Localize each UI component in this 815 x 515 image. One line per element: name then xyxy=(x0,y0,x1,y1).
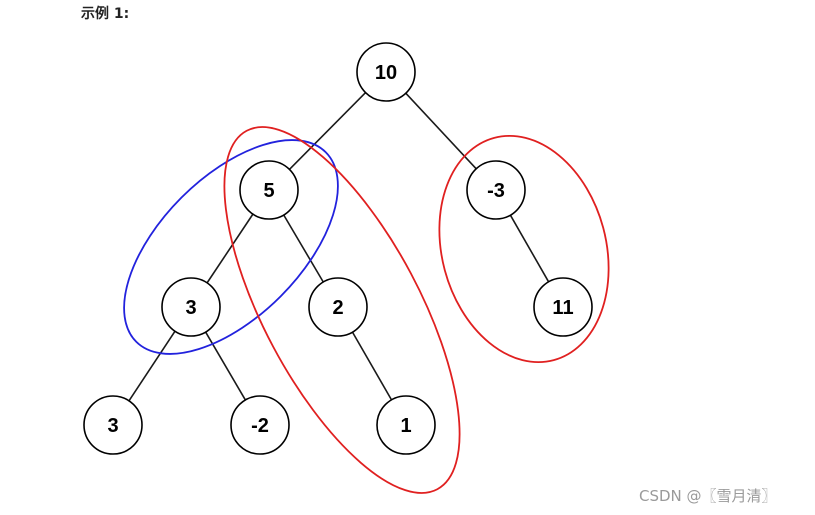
tree-node-n10: 10 xyxy=(356,42,416,102)
tree-edge-n10-nm3 xyxy=(405,92,477,170)
tree-node-circle xyxy=(376,395,436,455)
tree-node-label: 5 xyxy=(263,180,274,202)
blue-path-ellipse xyxy=(123,139,339,355)
tree-node-n3a: 3 xyxy=(161,277,221,337)
tree-node-label: 10 xyxy=(375,62,397,84)
tree-edge-n3a-n3b xyxy=(128,330,176,402)
tree-node-circle xyxy=(161,277,221,337)
tree-node-label: -2 xyxy=(251,415,269,437)
tree-node-label: -3 xyxy=(487,180,505,202)
tree-node-circle xyxy=(230,395,290,455)
tree-node-nm3: -3 xyxy=(466,160,526,220)
tree-node-n2: 2 xyxy=(308,277,368,337)
tree-node-label: 3 xyxy=(185,297,196,319)
tree-node-circle xyxy=(466,160,526,220)
tree-edge-n5-n3a xyxy=(206,213,254,284)
tree-node-label: 11 xyxy=(552,297,573,319)
tree-node-label: 2 xyxy=(332,297,343,319)
tree-node-circle xyxy=(533,277,593,337)
red-path-ellipse-right xyxy=(438,135,610,363)
red-path-ellipse-left xyxy=(223,126,461,494)
tree-node-n5: 5 xyxy=(239,160,299,220)
tree-node-n3b: 3 xyxy=(83,395,143,455)
tree-node-nm2: -2 xyxy=(230,395,290,455)
tree-node-circle xyxy=(308,277,368,337)
tree-edges xyxy=(128,92,550,402)
example-heading: 示例 1: xyxy=(81,6,130,22)
tree-nodes: 10 5 -3 3 2 11 3 -2 1 xyxy=(83,42,593,455)
tree-edge-n10-n5 xyxy=(288,92,367,170)
tree-edge-n2-n1 xyxy=(351,331,393,401)
tree-node-circle xyxy=(83,395,143,455)
tree-edge-n3a-nm2 xyxy=(204,331,247,401)
tree-edge-n5-n2 xyxy=(283,214,324,283)
tree-node-circle xyxy=(239,160,299,220)
tree-node-n11: 11 xyxy=(533,277,593,337)
tree-node-label: 1 xyxy=(400,415,411,437)
tree-node-circle xyxy=(356,42,416,102)
watermark: CSDN @〖雪月清〗 xyxy=(639,487,777,505)
tree-node-n1: 1 xyxy=(376,395,436,455)
path-highlights xyxy=(123,126,610,494)
tree-edge-nm3-n11 xyxy=(509,214,550,283)
tree-node-label: 3 xyxy=(107,415,118,437)
